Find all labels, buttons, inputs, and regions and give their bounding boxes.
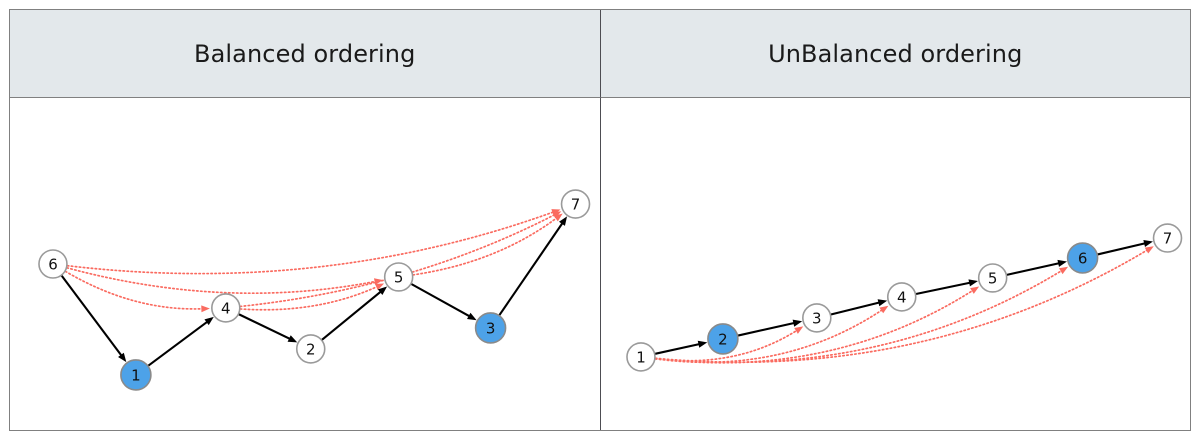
graph-panel-unbalanced: 1 2 3 4 5 6 7: [599, 98, 1190, 430]
graph-edge-solid: [60, 274, 124, 358]
graph-node-1[interactable]: 1: [625, 342, 656, 372]
node-circle: [211, 293, 241, 323]
node-circle: [801, 303, 832, 333]
node-circle: [560, 189, 591, 219]
node-circle: [295, 334, 326, 364]
graph-diagram-unbalanced: 1 2 3 4 5 6 7: [625, 223, 1182, 372]
graph-node-2[interactable]: 2: [706, 323, 739, 355]
table-body-row: 6 1 4 2 5 3 7 1 2 3 4 5 6 7: [10, 98, 1190, 430]
graph-edge-solid: [498, 221, 565, 316]
graph-edge-dotted: [66, 266, 376, 295]
graph-node-1[interactable]: 1: [120, 359, 152, 391]
graph-node-4[interactable]: 4: [211, 293, 241, 323]
graph-panel-balanced: 6 1 4 2 5 3 7: [10, 98, 600, 430]
graph-node-3[interactable]: 3: [474, 312, 507, 344]
graph-node-6[interactable]: 6: [38, 249, 68, 279]
graph-edge-dotted: [66, 211, 554, 275]
graph-edge-solid: [1096, 241, 1147, 256]
graph-edge-dotted: [239, 214, 556, 308]
node-circle: [474, 312, 507, 344]
graph-node-2[interactable]: 2: [295, 334, 326, 364]
graph-node-6[interactable]: 6: [1066, 242, 1098, 274]
graph-node-7[interactable]: 7: [560, 189, 591, 219]
panel-title-balanced: Balanced ordering: [10, 10, 600, 98]
graph-edge-dotted: [653, 309, 883, 364]
graph-node-5[interactable]: 5: [977, 263, 1007, 293]
graph-edge-dotted: [64, 270, 203, 310]
graph-edge-dotted: [653, 329, 797, 362]
graph-edge-solid: [238, 313, 292, 341]
graph-edge-solid: [915, 281, 972, 296]
node-circle: [706, 323, 739, 355]
node-circle: [38, 249, 68, 279]
node-circle: [625, 342, 656, 372]
graph-edge-solid: [147, 319, 210, 367]
graph-edge-dotted: [412, 217, 558, 276]
graph-node-5[interactable]: 5: [383, 262, 414, 292]
node-circle: [383, 262, 414, 292]
graph-edge-solid: [654, 342, 701, 355]
graph-node-4[interactable]: 4: [886, 282, 917, 312]
node-circle: [977, 263, 1007, 293]
graph-edge-solid: [737, 321, 796, 337]
graph-node-7[interactable]: 7: [1152, 223, 1182, 253]
graph-diagram-balanced: 6 1 4 2 5 3 7: [38, 189, 591, 391]
graph-edge-dotted: [239, 285, 378, 311]
graph-edge-solid: [1006, 261, 1061, 276]
table-header-row: Balanced ordering UnBalanced ordering: [10, 10, 1190, 98]
node-circle: [1152, 223, 1182, 253]
node-circle: [886, 282, 917, 312]
node-circle: [1066, 242, 1098, 274]
graph-edge-solid: [321, 289, 383, 341]
graph-edge-solid: [410, 283, 472, 318]
node-circle: [120, 359, 152, 391]
graph-node-3[interactable]: 3: [801, 303, 832, 333]
panel-title-unbalanced: UnBalanced ordering: [599, 10, 1190, 98]
graph-edge-solid: [830, 301, 881, 316]
